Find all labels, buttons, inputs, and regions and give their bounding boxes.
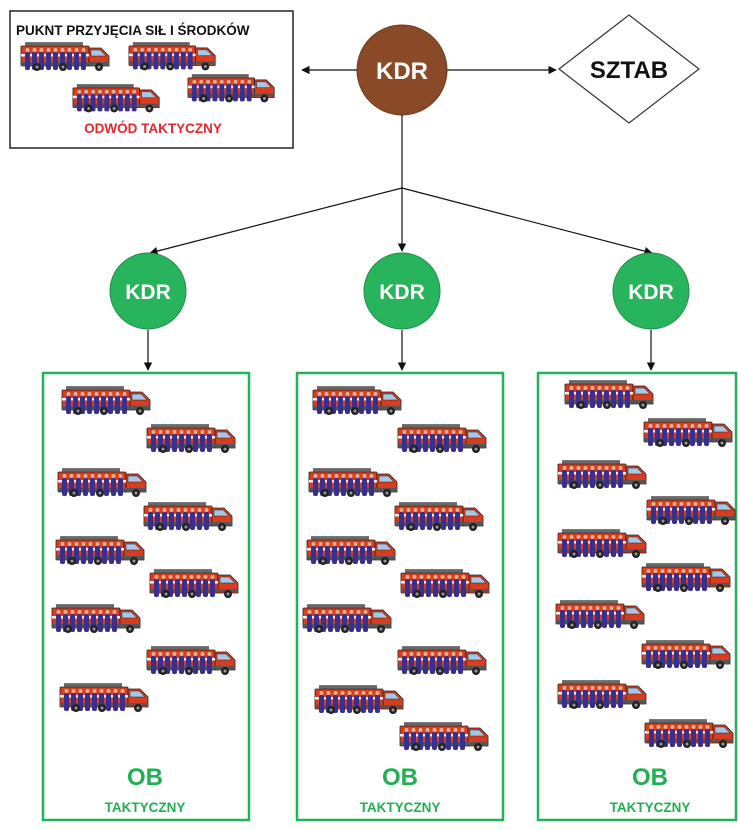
staff-label: SZTAB bbox=[590, 57, 668, 84]
fire-truck-icon bbox=[641, 562, 731, 593]
section-frame bbox=[41, 371, 251, 822]
fire-truck-icon bbox=[314, 684, 404, 715]
fire-truck-icon bbox=[312, 385, 402, 416]
staff-diamond bbox=[558, 14, 700, 124]
fire-truck-icon bbox=[146, 645, 236, 676]
fire-truck-icon bbox=[61, 385, 151, 416]
arrow-to-left-commander bbox=[149, 187, 403, 256]
fire-truck-icon bbox=[149, 568, 239, 599]
fire-truck-icon bbox=[646, 495, 736, 526]
section-title: OB bbox=[127, 764, 163, 791]
section-left: OB TAKTYCZNY bbox=[41, 371, 251, 822]
sub-commander-circle bbox=[109, 252, 187, 330]
fire-truck-icon bbox=[57, 467, 147, 498]
fire-truck-icon bbox=[557, 679, 647, 710]
connectors bbox=[143, 65, 656, 371]
fire-truck-icon bbox=[55, 535, 145, 566]
section-subtitle: TAKTYCZNY bbox=[105, 800, 186, 815]
fire-truck-icon bbox=[557, 528, 647, 559]
sub-commander-right: KDR bbox=[612, 252, 690, 330]
sub-commander-label: KDR bbox=[125, 281, 171, 304]
section-frame bbox=[536, 371, 738, 822]
main-commander-label: KDR bbox=[376, 58, 428, 85]
fire-truck-icon bbox=[306, 535, 396, 566]
sub-commander-circle bbox=[612, 252, 690, 330]
sub-commander-left: KDR bbox=[109, 252, 187, 330]
fire-truck-icon bbox=[555, 599, 645, 630]
fire-truck-icon bbox=[564, 379, 654, 410]
fire-truck-icon bbox=[557, 459, 647, 490]
section-subtitle: TAKTYCZNY bbox=[610, 800, 691, 815]
section-center: OB TAKTYCZNY bbox=[295, 371, 505, 822]
fire-truck-icon bbox=[143, 501, 233, 532]
fire-truck-icon bbox=[59, 682, 149, 713]
staff-node: SZTAB bbox=[558, 14, 700, 124]
sub-commander-circle bbox=[363, 252, 441, 330]
fire-truck-icon bbox=[394, 501, 484, 532]
arrow-to-right-commander bbox=[401, 187, 653, 256]
sub-commander-label: KDR bbox=[379, 281, 425, 304]
fire-truck-icon bbox=[146, 423, 236, 454]
fire-truck-icon bbox=[302, 603, 392, 634]
fire-truck-icon bbox=[644, 718, 734, 749]
fire-truck-icon bbox=[400, 568, 490, 599]
fire-truck-icon bbox=[397, 423, 487, 454]
fire-truck-icon bbox=[397, 645, 487, 676]
staging-area-title: PUKNT PRZYJĘCIA SIŁ I ŚRODKÓW bbox=[16, 23, 250, 38]
fire-truck-icon bbox=[399, 721, 489, 752]
section-right: OB TAKTYCZNY bbox=[536, 371, 738, 822]
section-subtitle: TAKTYCZNY bbox=[360, 800, 441, 815]
section-title: OB bbox=[382, 764, 418, 791]
main-commander-node: KDR bbox=[356, 24, 448, 116]
sub-commander-center: KDR bbox=[363, 252, 441, 330]
fire-truck-icon bbox=[308, 467, 398, 498]
fire-truck-icon bbox=[643, 417, 733, 448]
staging-area-subtitle: ODWÓD TAKTYCZNY bbox=[84, 121, 222, 136]
staging-area-box: PUKNT PRZYJĘCIA SIŁ I ŚRODKÓW ODWÓD TAKT… bbox=[9, 10, 294, 149]
fire-truck-icon bbox=[641, 639, 731, 670]
fire-truck-icon bbox=[51, 603, 141, 634]
section-frame bbox=[295, 371, 505, 822]
section-title: OB bbox=[632, 764, 668, 791]
sub-commander-label: KDR bbox=[628, 281, 674, 304]
